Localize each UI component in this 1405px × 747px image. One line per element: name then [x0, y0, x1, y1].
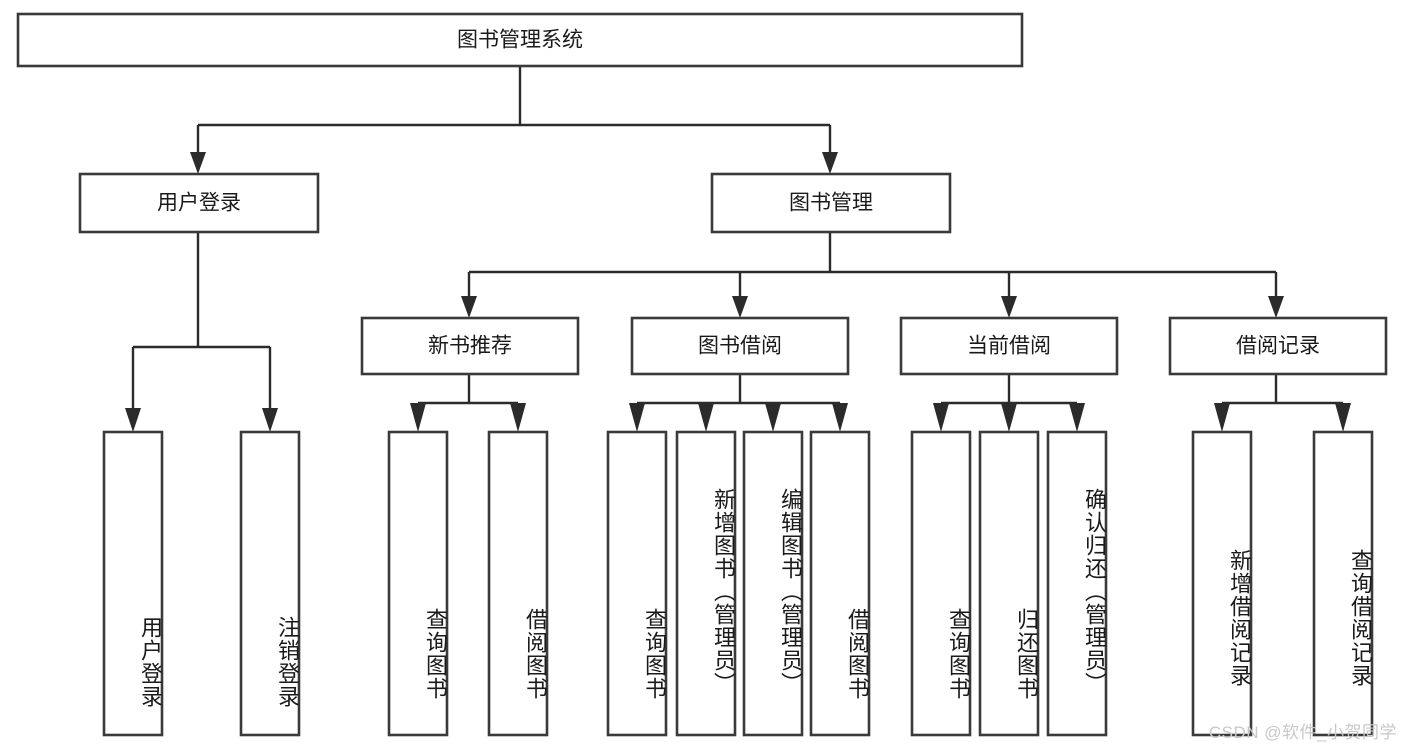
node-root-book-management-system[interactable]: 图书管理系统 — [16, 12, 1024, 68]
node-borrow-record[interactable]: 借阅记录 — [1168, 316, 1388, 376]
leaf-box-borrow-record-1[interactable] — [1191, 430, 1253, 737]
leaf-box-current-borrow-2[interactable] — [978, 430, 1040, 737]
leaf-box-new-book-2[interactable] — [487, 430, 549, 737]
watermark-text: CSDN @软件_小贺同学 — [1208, 723, 1397, 742]
leaf-box-borrow-record-2[interactable] — [1312, 430, 1374, 737]
connector-current-borrow-to-leaves — [933, 374, 1085, 432]
node-book-management[interactable]: 图书管理 — [710, 172, 952, 234]
node-new-book-recommend[interactable]: 新书推荐 — [360, 316, 580, 376]
node-current-borrow-label: 当前借阅 — [967, 335, 1051, 358]
node-book-borrow-label: 图书借阅 — [698, 335, 782, 358]
leaf-box-book-borrow-1[interactable] — [606, 430, 668, 737]
connector-root-to-level2 — [190, 66, 838, 174]
leaf-box-book-borrow-4[interactable] — [809, 430, 871, 737]
node-book-borrow[interactable]: 图书借阅 — [630, 316, 850, 376]
node-root-label: 图书管理系统 — [457, 29, 583, 52]
leaf-box-user-login-1[interactable] — [102, 430, 164, 737]
node-new-book-recommend-label: 新书推荐 — [428, 335, 512, 358]
node-borrow-record-label: 借阅记录 — [1236, 335, 1320, 358]
leaf-box-current-borrow-1[interactable] — [910, 430, 972, 737]
connector-book-borrow-to-leaves — [629, 374, 848, 432]
leaf-box-book-borrow-2[interactable] — [675, 430, 737, 737]
connector-new-book-to-leaves — [410, 374, 526, 432]
node-book-management-label: 图书管理 — [789, 192, 873, 215]
node-current-borrow[interactable]: 当前借阅 — [899, 316, 1119, 376]
leaf-box-user-login-2[interactable] — [239, 430, 301, 737]
leaf-box-new-book-1[interactable] — [387, 430, 449, 737]
leaf-box-current-borrow-3[interactable] — [1046, 430, 1108, 737]
connector-book-manage-to-level3 — [461, 232, 1284, 318]
connector-user-login-to-leaves — [125, 232, 278, 432]
leaf-box-book-borrow-3[interactable] — [742, 430, 804, 737]
node-user-login-label: 用户登录 — [157, 192, 241, 215]
node-user-login[interactable]: 用户登录 — [78, 172, 320, 234]
connector-borrow-record-to-leaves — [1214, 374, 1351, 432]
